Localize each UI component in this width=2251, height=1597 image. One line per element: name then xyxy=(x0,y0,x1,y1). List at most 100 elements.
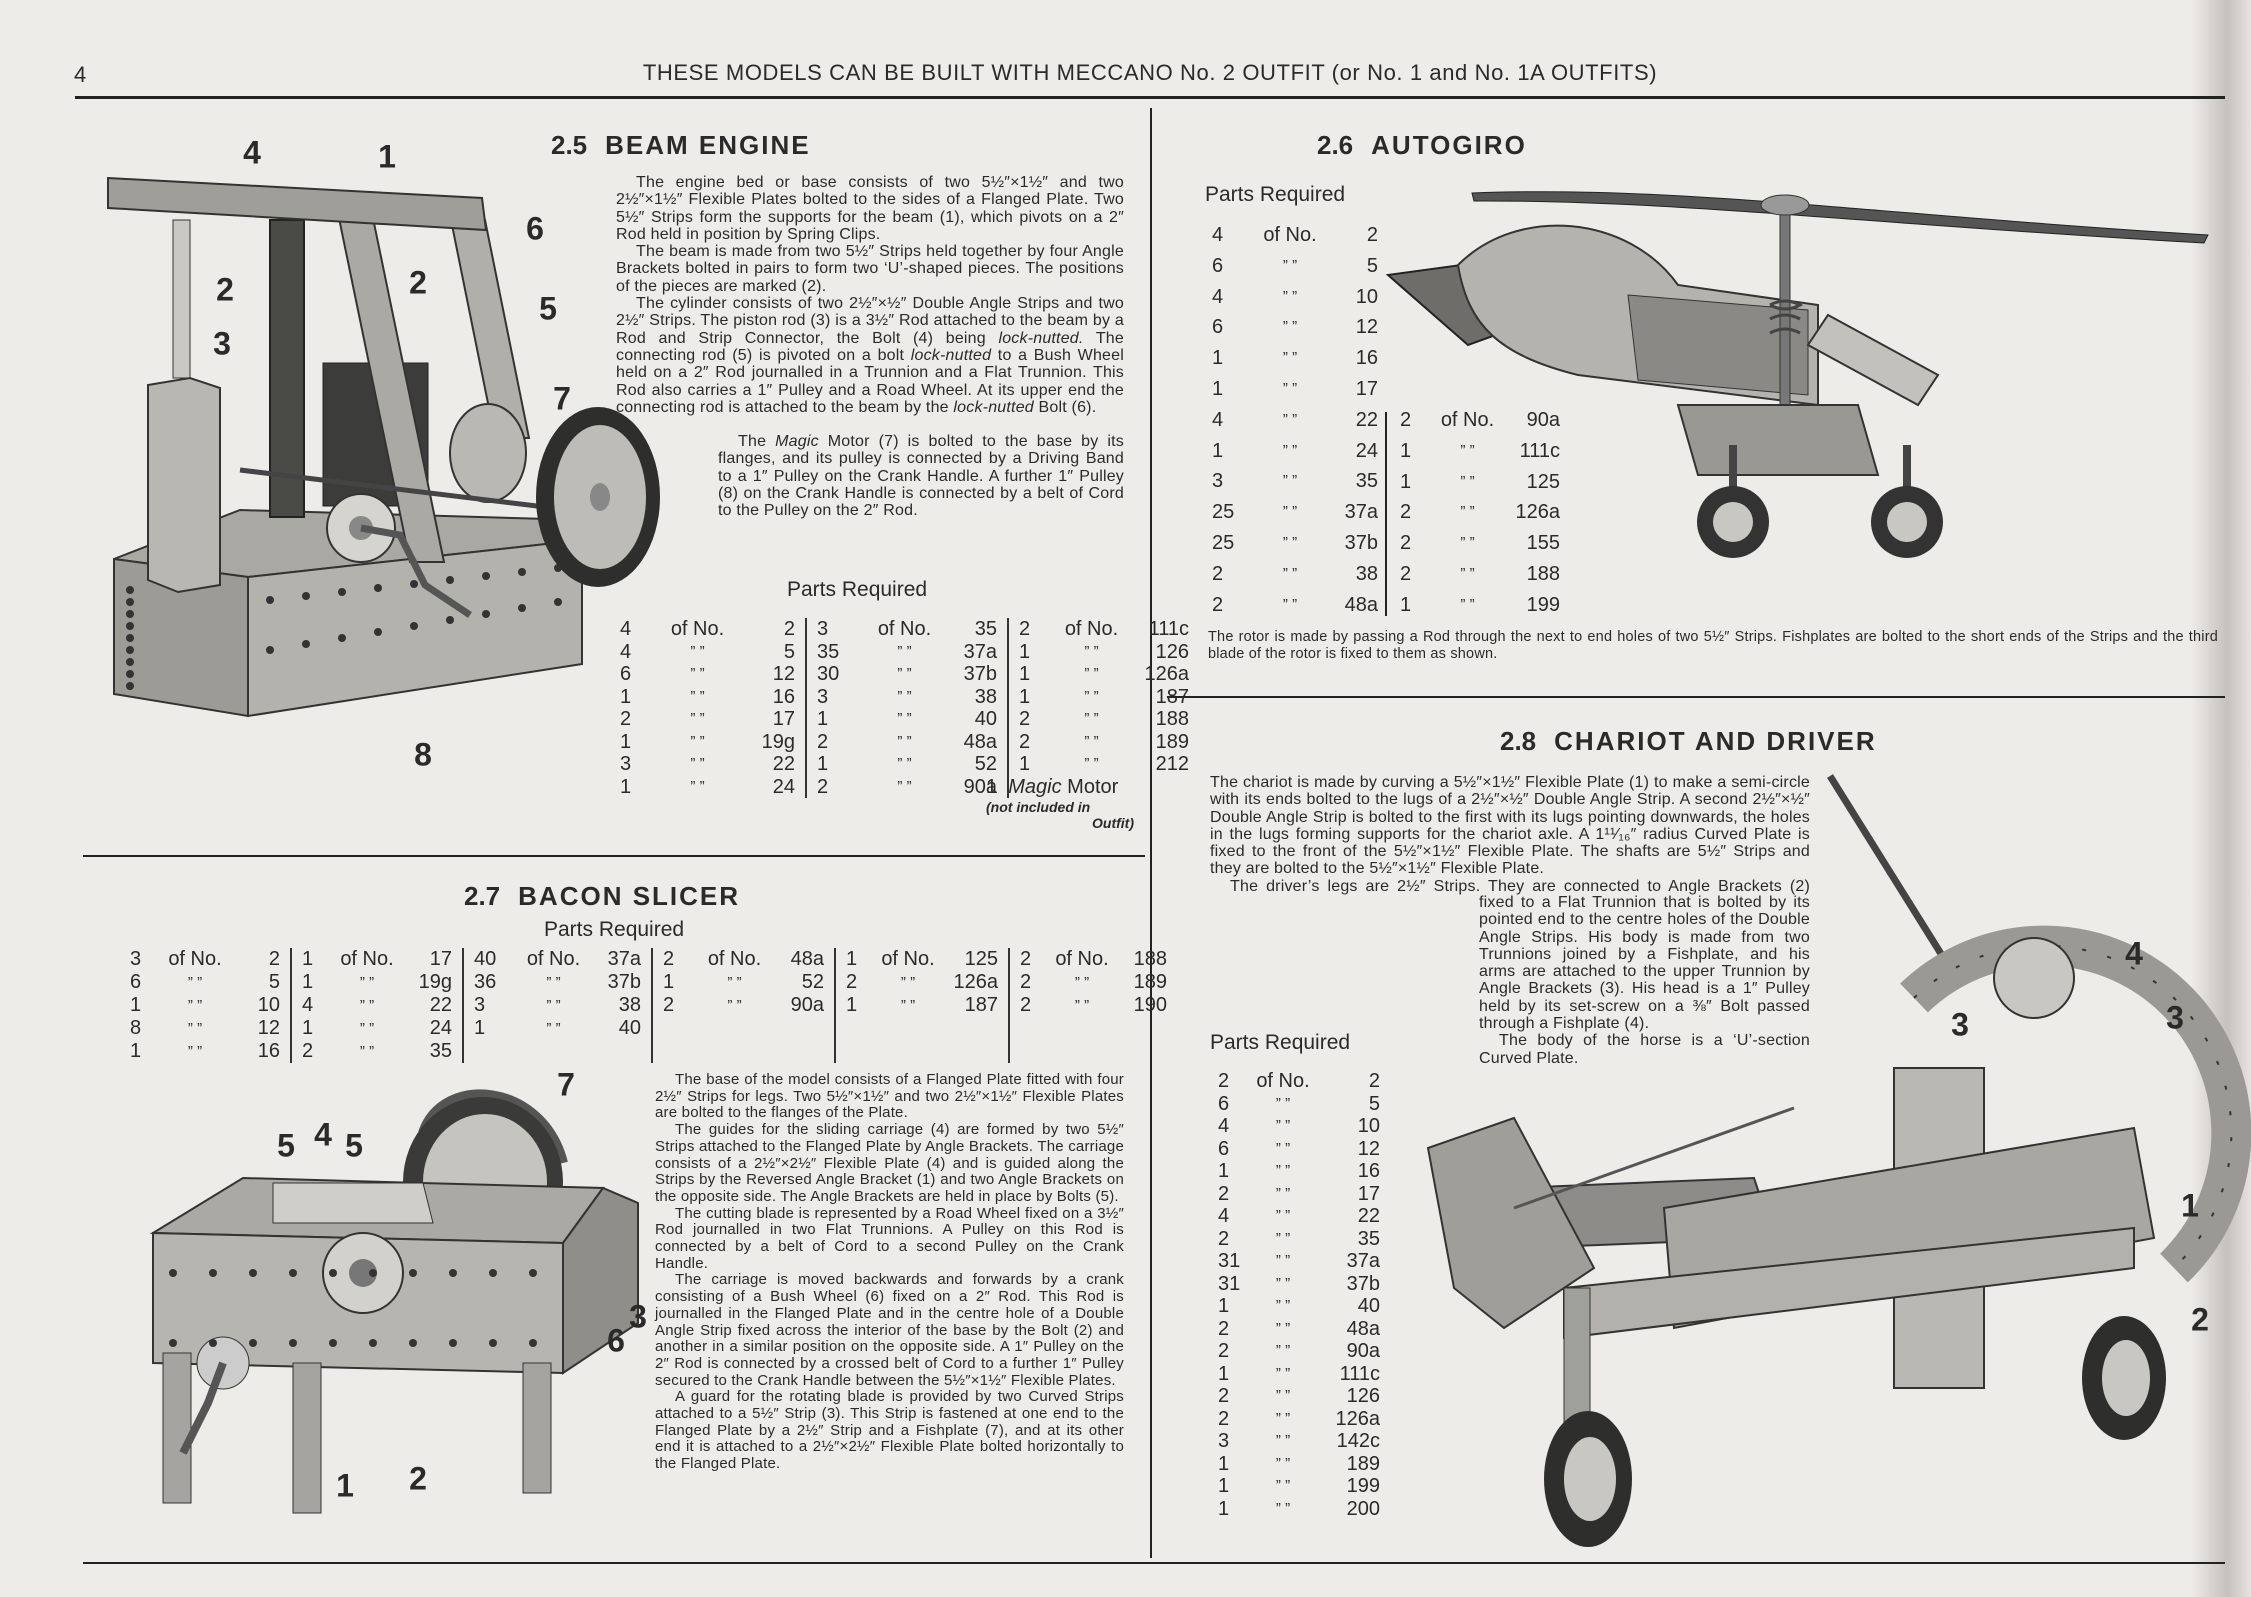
ditto-mark: ” ” xyxy=(1275,1297,1291,1314)
part-quantity: 3 xyxy=(130,948,142,970)
center-divider xyxy=(1150,108,1152,1558)
paragraph: The body of the horse is a ‘U’-section C… xyxy=(1479,1032,1810,1067)
ditto-mark: ” ” xyxy=(359,1043,375,1060)
part-number: 48a xyxy=(963,730,997,753)
parts-row: 2” ”48a xyxy=(817,731,997,754)
part-quantity: 1 xyxy=(663,971,675,993)
hole-mark xyxy=(329,1339,337,1347)
parts-row: 1” ”40 xyxy=(817,708,997,731)
callout-label: 2 xyxy=(2191,1301,2209,1338)
part-qty: 1 xyxy=(986,776,998,798)
section-number: 2.7 xyxy=(464,881,501,911)
of-no-label: of No. xyxy=(877,618,932,640)
paragraph: The chariot is made by curving a 5½″×1½″… xyxy=(1210,774,1810,878)
hole-mark xyxy=(289,1339,297,1347)
parts-row: 6” ”12 xyxy=(1218,1138,1380,1161)
parts-row: 2” ”189 xyxy=(1020,971,1167,994)
italic-term: lock-nutted xyxy=(953,398,1034,416)
part-quantity: 2 xyxy=(1020,994,1032,1016)
part-number: 5 xyxy=(783,640,795,663)
section-title: BACON SLICER xyxy=(518,881,741,911)
ditto-mark: ” ” xyxy=(690,710,705,727)
part-number: 22 xyxy=(429,994,452,1016)
part-quantity: 6 xyxy=(1212,316,1224,339)
ditto-mark: ” ” xyxy=(1084,732,1099,750)
hole-mark xyxy=(529,1269,537,1277)
ditto-mark: ” ” xyxy=(1460,564,1475,582)
part-number: 188 xyxy=(1526,562,1560,585)
part-number: 10 xyxy=(1355,285,1378,308)
paragraph: The beam is made from two 5½″ Strips hel… xyxy=(616,243,1124,295)
part-number: 190 xyxy=(1133,994,1167,1016)
part-number: 5 xyxy=(1366,254,1378,277)
hole-mark xyxy=(374,584,382,592)
part-quantity: 2 xyxy=(302,1040,314,1062)
part-number: 189 xyxy=(1155,730,1189,753)
part-number: 17 xyxy=(1357,1182,1380,1205)
ditto-mark: ” ” xyxy=(1275,1387,1291,1404)
ditto-mark: ” ” xyxy=(1282,318,1298,336)
parts-row: 1” ”19g xyxy=(620,731,795,754)
part-quantity: 3 xyxy=(474,994,486,1016)
parts-row: 2” ”48a xyxy=(1212,590,1378,621)
part-note-line: (not included in xyxy=(986,799,1091,815)
section-number: 2.6 xyxy=(1317,130,1354,160)
part-quantity: 2 xyxy=(1212,562,1224,585)
ditto-mark: ” ” xyxy=(187,1043,203,1060)
ditto-mark: ” ” xyxy=(1282,564,1298,582)
part-quantity: 3 xyxy=(1212,470,1224,493)
parts-row: 2” ”155 xyxy=(1400,528,1560,559)
part-number: 35 xyxy=(429,1040,452,1062)
paragraph: The cutting blade is represented by a Ro… xyxy=(655,1204,1124,1272)
part-number: 38 xyxy=(618,994,641,1016)
ditto-mark: ” ” xyxy=(1275,1139,1291,1157)
part-number: 189 xyxy=(1133,971,1167,993)
parts-row: 8” ”12 xyxy=(130,1017,280,1040)
parts-row: 4” ”10 xyxy=(1212,282,1378,313)
italic-term: Magic xyxy=(775,433,819,450)
callout-label: 7 xyxy=(557,1066,575,1103)
bacon-slicer-parts-heading: Parts Required xyxy=(544,918,685,941)
hole-mark xyxy=(554,598,562,606)
part-quantity: 2 xyxy=(1218,1227,1230,1250)
part-quantity: 2 xyxy=(1019,730,1031,753)
ditto-mark: ” ” xyxy=(1275,1409,1291,1427)
parts-row: 1” ”40 xyxy=(1218,1295,1380,1318)
hole-mark xyxy=(209,1269,217,1277)
autogiro-illustration xyxy=(1385,191,2209,558)
ditto-mark: ” ” xyxy=(727,974,742,991)
ditto-mark: ” ” xyxy=(187,997,203,1014)
callout-label: 1 xyxy=(336,1467,354,1504)
part-number: 90a xyxy=(963,775,997,798)
part-quantity: 1 xyxy=(130,1040,142,1062)
part-quantity: 40 xyxy=(474,948,497,970)
part-quantity: 6 xyxy=(130,971,142,993)
part-number: 12 xyxy=(772,663,795,685)
ditto-mark: ” ” xyxy=(359,997,375,1014)
of-no-label: of No. xyxy=(881,948,935,970)
parts-row: 1” ”24 xyxy=(620,776,795,799)
ditto-mark: ” ” xyxy=(359,974,375,991)
parts-row: 1” ”24 xyxy=(1212,436,1378,467)
hole-mark xyxy=(249,1339,257,1347)
bacon-slicer-title: 2.7 BACON SLICER xyxy=(464,881,740,912)
ditto-mark: ” ” xyxy=(1084,687,1099,705)
part-quantity: 1 xyxy=(1218,1295,1230,1317)
part-quantity: 1 xyxy=(1212,347,1224,370)
callout-label: 7 xyxy=(553,380,571,417)
parts-row: 4” ”22 xyxy=(1218,1205,1380,1228)
parts-row: 1” ”189 xyxy=(1218,1453,1380,1476)
callout-label: 4 xyxy=(2125,935,2143,972)
ditto-mark: ” ” xyxy=(1275,1162,1291,1179)
parts-row: 3” ”38 xyxy=(474,994,641,1017)
parts-row: 25” ”37a xyxy=(1212,497,1378,528)
parts-row: 3” ”38 xyxy=(817,686,997,709)
hole-mark xyxy=(126,586,134,594)
part-number: 17 xyxy=(772,708,795,730)
part-quantity: 1 xyxy=(1218,1452,1230,1475)
hole-mark xyxy=(302,640,310,648)
